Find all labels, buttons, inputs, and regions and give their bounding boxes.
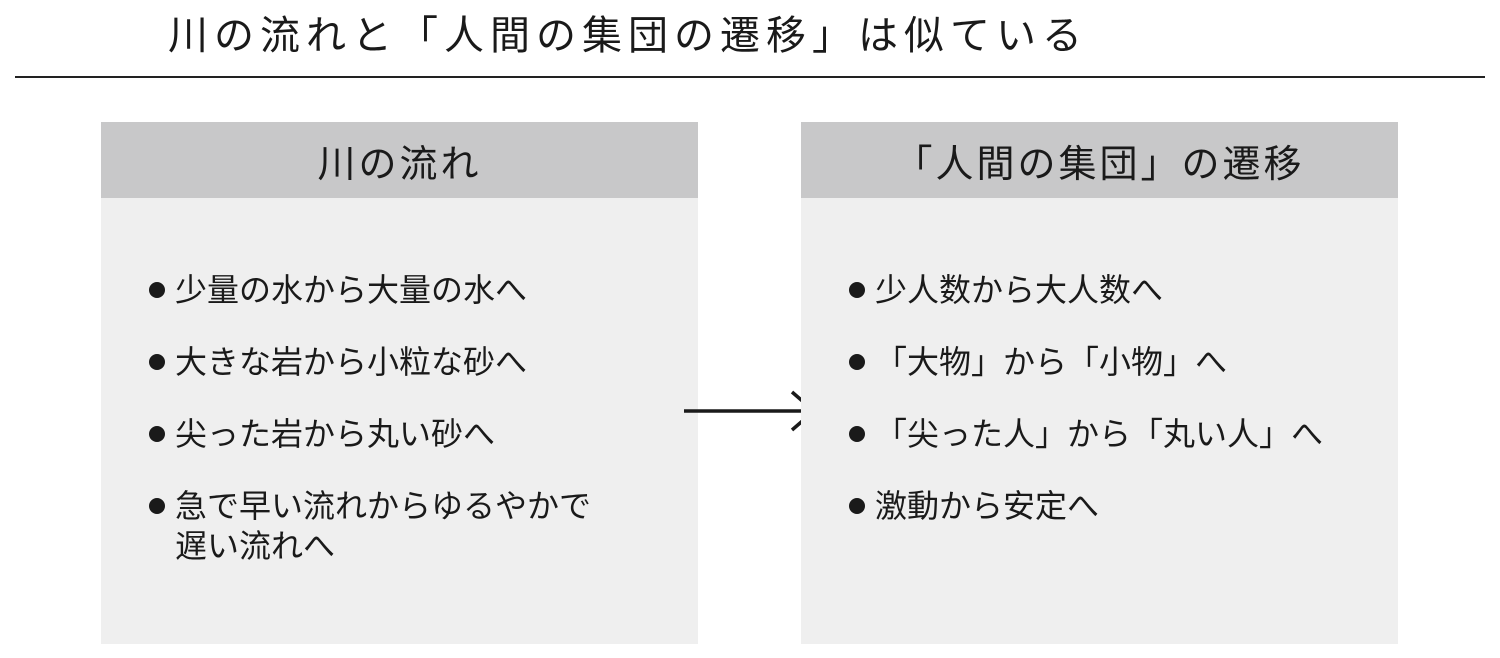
list-item-text: 激動から安定へ <box>875 487 1100 525</box>
human-group-panel: 「人間の集団」の遷移 少人数から大人数へ 「大物」から「小物」へ 「尖った人」か… <box>801 122 1398 644</box>
list-item: 急で早い流れからゆるやかで 遅い流れへ <box>149 486 678 566</box>
bullet-icon <box>849 282 865 298</box>
list-item-text: 尖った岩から丸い砂へ <box>175 415 496 453</box>
bullet-icon <box>849 354 865 370</box>
list-item: 尖った岩から丸い砂へ <box>149 414 678 454</box>
list-item: 少人数から大人数へ <box>849 270 1378 310</box>
right-arrow-icon <box>684 390 817 432</box>
river-flow-panel-header: 川の流れ <box>101 122 698 198</box>
bullet-icon <box>149 282 165 298</box>
list-item-text: 「大物」から「小物」へ <box>875 343 1228 381</box>
list-item-text: 大きな岩から小粒な砂へ <box>175 343 528 381</box>
human-group-panel-header: 「人間の集団」の遷移 <box>801 122 1398 198</box>
river-flow-list: 少量の水から大量の水へ 大きな岩から小粒な砂へ 尖った岩から丸い砂へ 急で早い流… <box>149 270 678 598</box>
list-item-text: 少人数から大人数へ <box>875 271 1164 309</box>
diagram-title: 川の流れと「人間の集団の遷移」は似ている <box>168 13 1088 59</box>
list-item-text: 急で早い流れからゆるやかで 遅い流れへ <box>175 487 592 565</box>
list-item: 大きな岩から小粒な砂へ <box>149 342 678 382</box>
bullet-icon <box>849 426 865 442</box>
bullet-icon <box>849 498 865 514</box>
bullet-icon <box>149 498 165 514</box>
list-item: 「尖った人」から「丸い人」へ <box>849 414 1378 454</box>
human-group-list: 少人数から大人数へ 「大物」から「小物」へ 「尖った人」から「丸い人」へ 激動か… <box>849 270 1378 558</box>
list-item: 激動から安定へ <box>849 486 1378 526</box>
title-divider <box>15 76 1485 78</box>
river-flow-panel: 川の流れ 少量の水から大量の水へ 大きな岩から小粒な砂へ 尖った岩から丸い砂へ … <box>101 122 698 644</box>
list-item-text: 「尖った人」から「丸い人」へ <box>875 415 1324 453</box>
bullet-icon <box>149 354 165 370</box>
list-item-text: 少量の水から大量の水へ <box>175 271 528 309</box>
bullet-icon <box>149 426 165 442</box>
list-item: 「大物」から「小物」へ <box>849 342 1378 382</box>
list-item: 少量の水から大量の水へ <box>149 270 678 310</box>
